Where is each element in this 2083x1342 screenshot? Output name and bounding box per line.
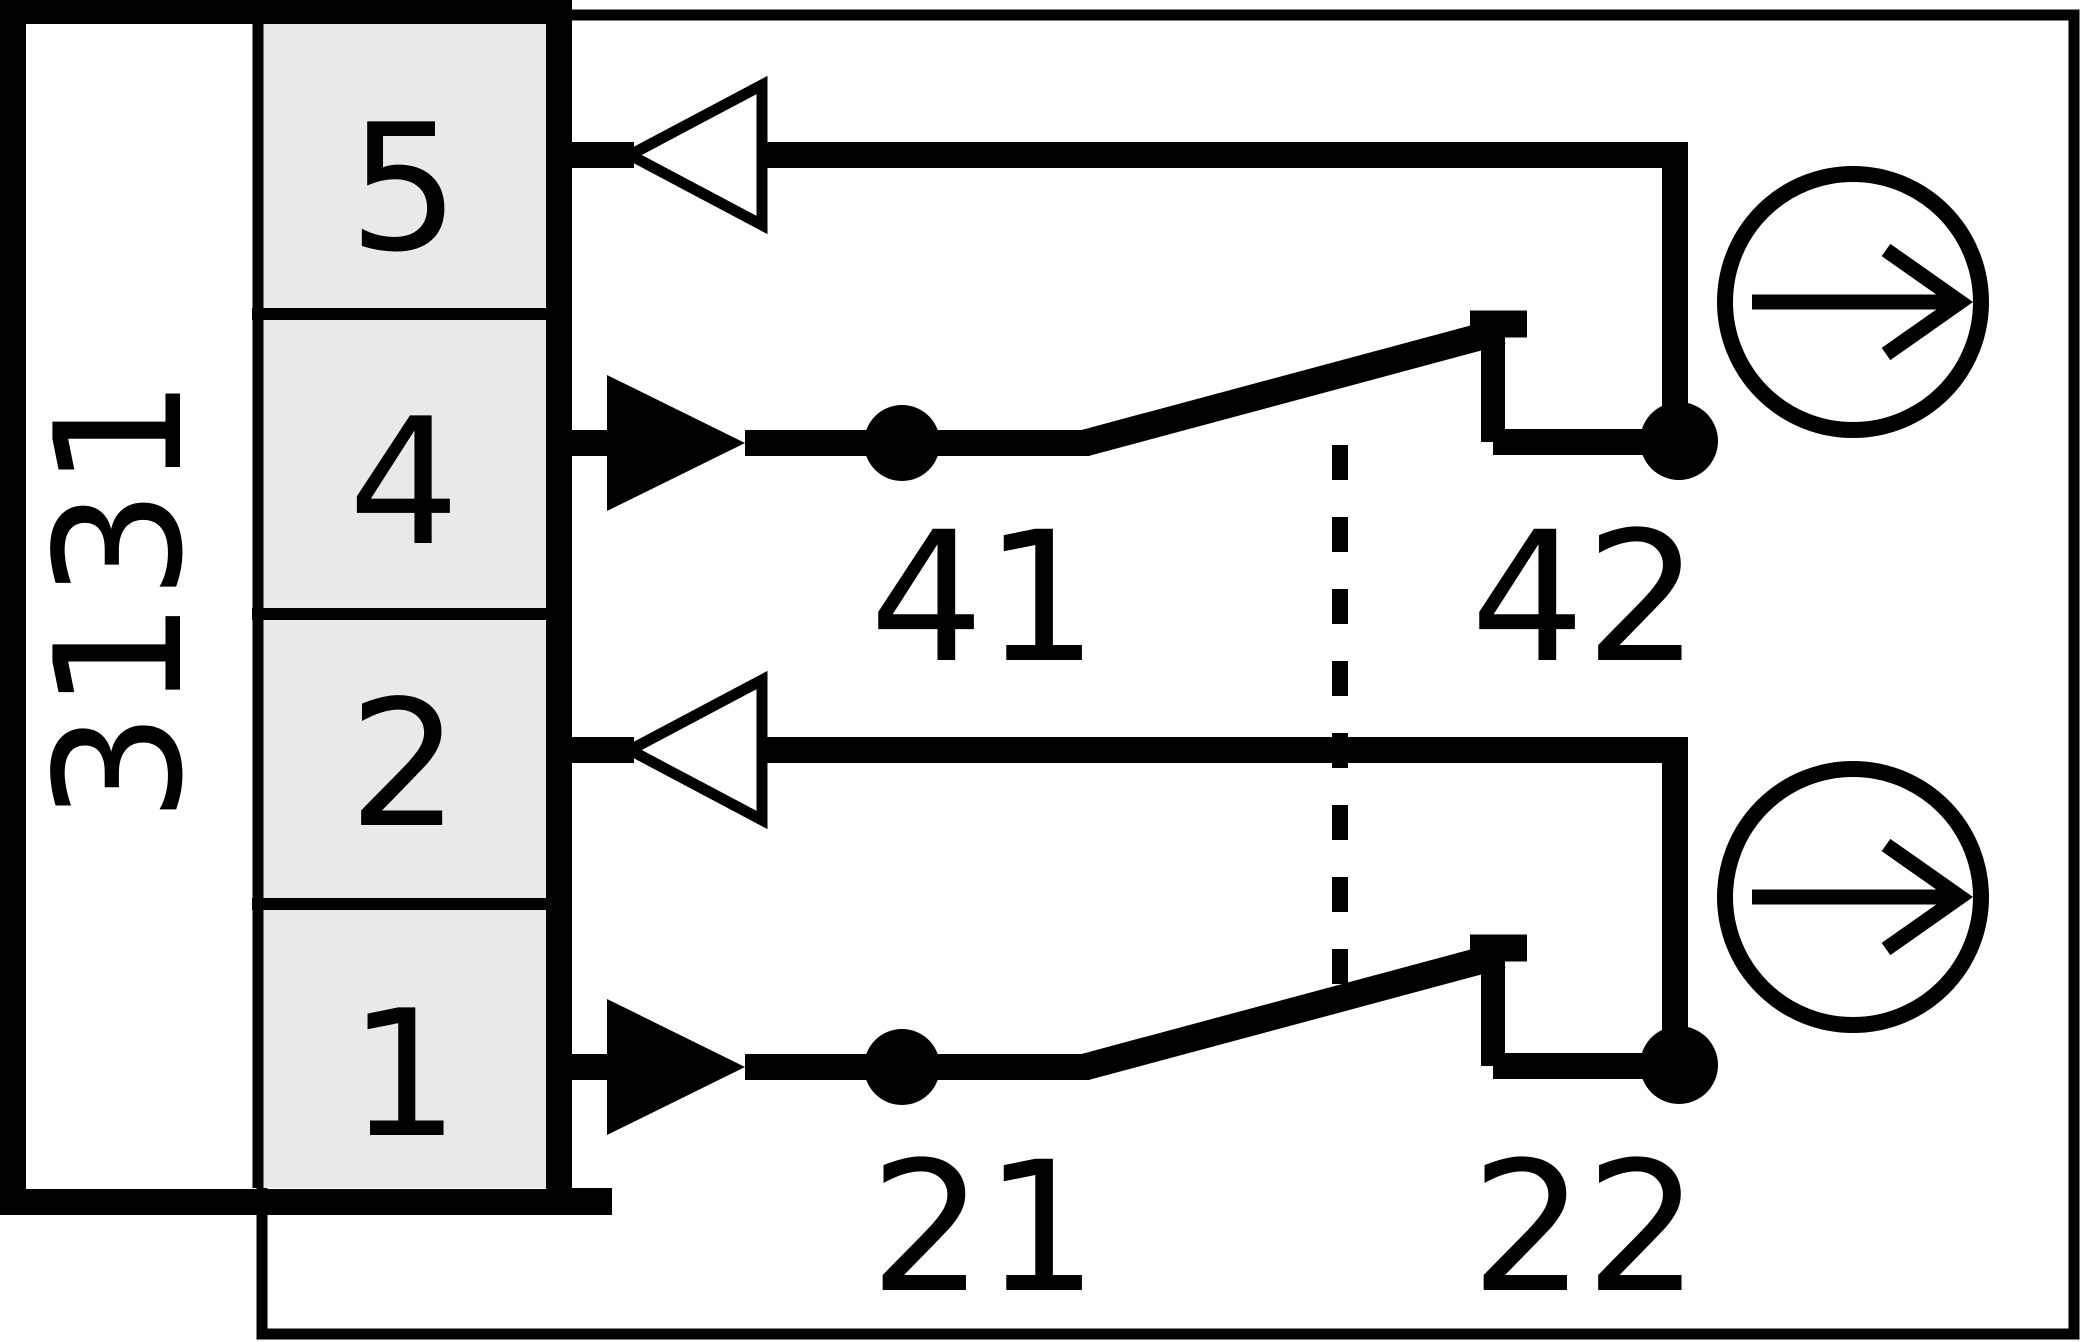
terminal-label-1: 1	[348, 974, 459, 1177]
filled-arrow-right-icon	[607, 999, 745, 1135]
terminal-cell-column	[263, 24, 546, 1188]
upper-actuator-symbol	[1717, 166, 1989, 438]
upper-switch-blade	[1081, 317, 1506, 457]
terminal-block-border	[0, 0, 572, 1215]
terminal-label-5: 5	[348, 88, 459, 291]
lower-actuator-symbol	[1717, 761, 1989, 1033]
contact-label-42: 42	[1470, 494, 1699, 703]
hollow-arrow-left-icon	[618, 75, 768, 235]
terminal-block-border-extension	[572, 1188, 612, 1215]
lower-contact-circuit	[572, 670, 1718, 1135]
contact-label-22: 22	[1470, 1124, 1699, 1333]
actuator-arrow-head-icon	[1881, 243, 1974, 361]
upper-contact-circuit	[572, 75, 1718, 511]
terminal-label-2: 2	[348, 664, 459, 867]
block-label: 3131	[19, 377, 222, 822]
contact-22-junction-dot	[1640, 1026, 1718, 1104]
contact-21-dot	[864, 1029, 940, 1105]
contact-label-41: 41	[869, 494, 1098, 703]
terminal-label-4: 4	[348, 382, 459, 585]
lower-switch-blade	[1081, 941, 1506, 1081]
hollow-arrow-left-icon	[618, 670, 768, 830]
contact-41-dot	[864, 405, 940, 481]
contact-42-junction-dot	[1640, 402, 1718, 480]
contact-label-21: 21	[869, 1124, 1098, 1333]
terminal-2-wire	[762, 737, 1688, 1065]
terminal-5-wire	[762, 142, 1688, 441]
actuator-arrow-head-icon	[1881, 838, 1974, 956]
filled-arrow-right-icon	[607, 375, 745, 511]
